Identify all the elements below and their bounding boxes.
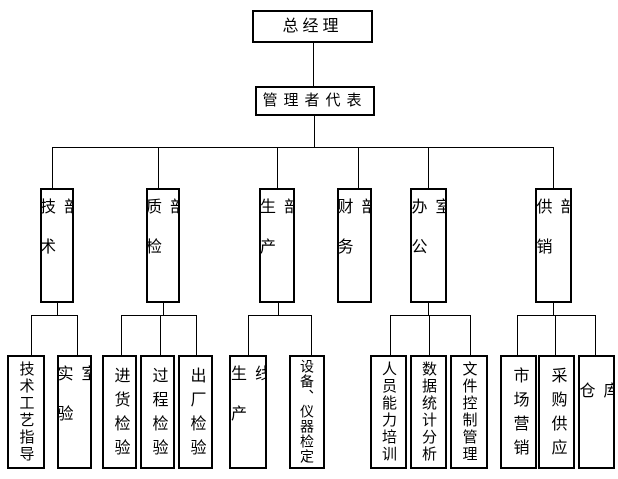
root-box-general-manager: 总经理 — [252, 10, 373, 43]
connector-technology-stem — [57, 303, 58, 315]
connector-production-stem — [278, 303, 279, 315]
unit-box-final-inspection: 出厂检验 — [178, 355, 213, 469]
connector-drop-process-inspection — [160, 315, 161, 355]
unit-box-laboratory: 实验室 — [57, 355, 92, 469]
unit-box-data-statistics-analysis: 数据统计分析 — [410, 355, 447, 469]
connector-supply-horizontal — [517, 315, 596, 316]
unit-box-marketing: 市场营销 — [500, 355, 537, 469]
connector-office-horizontal — [390, 315, 470, 316]
connector-drop-technology — [52, 147, 53, 188]
connector-drop-final-inspection — [196, 315, 197, 355]
connector-drop-data-analysis — [429, 315, 430, 355]
connector-office-stem — [428, 303, 429, 315]
connector-drop-quality — [158, 147, 159, 188]
connector-drop-warehouse — [595, 315, 596, 355]
unit-box-personnel-training: 人员能力培训 — [370, 355, 407, 469]
dept-box-technology: 技术部 — [40, 188, 74, 303]
connector-drop-procurement — [555, 315, 556, 355]
dept-box-production: 生产部 — [259, 188, 295, 303]
unit-box-warehouse: 仓库 — [578, 355, 615, 469]
unit-box-procurement-supply: 采购供应 — [538, 355, 575, 469]
connector-drop-personnel-training — [390, 315, 391, 355]
unit-box-document-control: 文件控制管理 — [450, 355, 488, 469]
connector-drop-finance — [358, 147, 359, 188]
connector-drop-marketing — [517, 315, 518, 355]
connector-drop-production — [277, 147, 278, 188]
unit-box-process-inspection: 过程检验 — [140, 355, 175, 469]
connector-drop-office — [428, 147, 429, 188]
unit-box-incoming-inspection: 进货检验 — [102, 355, 137, 469]
dept-box-quality-inspection: 质检部 — [146, 188, 180, 303]
connector-drop-incoming-inspection — [121, 315, 122, 355]
connector-drop-supply-sales — [553, 147, 554, 188]
connector-production-horizontal — [248, 315, 312, 316]
dept-box-supply-sales: 供销部 — [535, 188, 572, 303]
connector-drop-tech-guidance — [31, 315, 32, 355]
connector-drop-equipment-calibration — [311, 315, 312, 355]
management-representative-box: 管理者代表 — [255, 86, 375, 116]
connector-technology-horizontal — [31, 315, 77, 316]
dept-box-finance: 财务部 — [337, 188, 372, 303]
connector-rep-branch — [314, 116, 315, 147]
connector-supply-stem — [553, 303, 554, 315]
connector-drop-laboratory — [77, 315, 78, 355]
connector-root-rep — [313, 43, 314, 86]
connector-branch-horizontal — [52, 147, 554, 148]
connector-drop-document-control — [470, 315, 471, 355]
unit-box-production-line: 生产线 — [229, 355, 267, 469]
connector-drop-production-line — [248, 315, 249, 355]
unit-box-equipment-instrument-calibration: 设备、仪器检定 — [289, 355, 325, 469]
connector-quality-stem — [163, 303, 164, 315]
connector-quality-horizontal — [121, 315, 197, 316]
dept-box-office: 办公室 — [410, 188, 447, 303]
unit-box-tech-process-guidance: 技术工艺指导 — [7, 355, 45, 469]
